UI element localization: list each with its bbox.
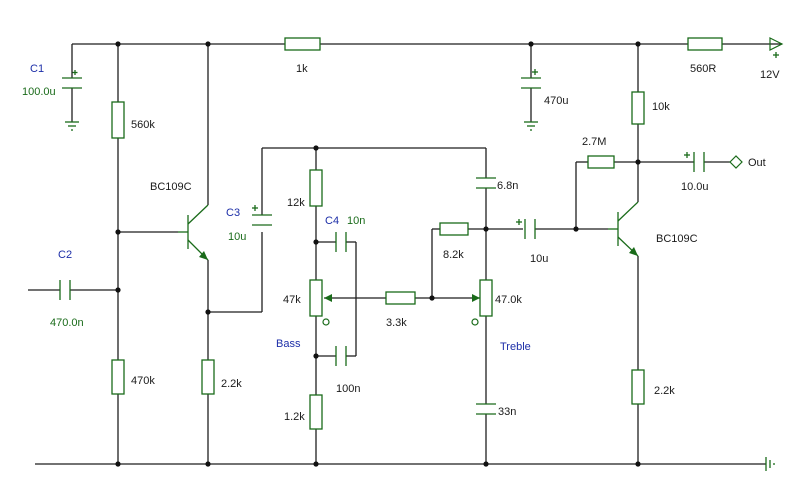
junction-dot xyxy=(115,41,121,47)
label-1k: 1k xyxy=(296,63,308,75)
label-c2-value: 470.0n xyxy=(50,317,84,329)
bass-potentiometer xyxy=(309,279,332,326)
label-treble: Treble xyxy=(500,341,531,353)
junction-dot xyxy=(483,461,489,467)
label-q2: BC109C xyxy=(656,233,698,245)
resistor-1k xyxy=(284,37,321,51)
label-c4-value: 10n xyxy=(347,215,365,227)
label-47k: 47k xyxy=(283,294,301,306)
label-2m7: 2.7M xyxy=(582,136,606,148)
resistor-2k2-emitter2 xyxy=(631,369,645,405)
resistor-12k xyxy=(309,169,323,207)
label-8k2: 8.2k xyxy=(443,249,464,261)
label-c1-ref: C1 xyxy=(30,63,44,75)
junction-dots xyxy=(115,41,641,467)
junction-dot xyxy=(205,41,211,47)
label-c3-value: 10u xyxy=(228,231,246,243)
treble-potentiometer xyxy=(471,279,493,326)
resistor-560k xyxy=(111,101,125,139)
junction-dot xyxy=(115,229,121,235)
label-out: Out xyxy=(748,157,766,169)
transistor-q1 xyxy=(178,204,209,261)
label-470u: 470u xyxy=(544,95,568,107)
capacitor-output xyxy=(684,152,705,172)
resistor-2m7 xyxy=(587,155,615,169)
label-6n8: 6.8n xyxy=(497,180,518,192)
resistor-470k xyxy=(111,359,125,395)
label-2k2-emitter2: 2.2k xyxy=(654,385,675,397)
resistor-8k2 xyxy=(439,222,469,236)
label-3k3: 3.3k xyxy=(386,317,407,329)
junction-dot xyxy=(313,239,319,245)
capacitor-10u-coupling xyxy=(516,219,536,239)
resistor-1k2 xyxy=(309,394,323,430)
capacitor-c4 xyxy=(335,232,347,252)
label-12k: 12k xyxy=(287,197,305,209)
capacitor-c1 xyxy=(62,70,82,89)
junction-dot xyxy=(635,461,641,467)
junction-dot xyxy=(429,295,435,301)
junction-dot xyxy=(205,309,211,315)
junction-dot xyxy=(635,41,641,47)
junction-dot xyxy=(635,159,641,165)
capacitor-6n8 xyxy=(476,177,496,189)
label-q1: BC109C xyxy=(150,181,192,193)
resistors xyxy=(111,37,723,430)
junction-dot xyxy=(528,41,534,47)
resistor-10k xyxy=(631,91,645,125)
resistor-3k3 xyxy=(385,291,416,305)
label-bass: Bass xyxy=(276,338,301,350)
label-560k: 560k xyxy=(131,119,155,131)
ground-symbol xyxy=(524,121,538,131)
junction-dot xyxy=(115,461,121,467)
transistor-q2 xyxy=(608,201,639,257)
label-2k2-emitter1: 2.2k xyxy=(221,378,242,390)
label-c3-ref: C3 xyxy=(226,207,240,219)
label-560r: 560R xyxy=(690,63,716,75)
ground-symbol xyxy=(765,457,775,471)
label-47k0: 47.0k xyxy=(495,294,522,306)
label-c4-ref: C4 xyxy=(325,215,339,227)
junction-dot xyxy=(205,461,211,467)
label-c1-value: 100.0u xyxy=(22,86,56,98)
label-1k2: 1.2k xyxy=(284,411,305,423)
labels: C1 100.0u C2 470.0n 560k 1k 470k 2.2k BC… xyxy=(22,63,780,423)
junction-dot xyxy=(313,145,319,151)
junction-dot xyxy=(115,287,121,293)
resistor-2k2-emitter1 xyxy=(201,359,215,395)
junction-dot xyxy=(573,226,579,232)
capacitor-100n xyxy=(335,346,347,366)
output-terminal-icon xyxy=(729,155,743,169)
label-33n: 33n xyxy=(498,406,516,418)
label-10u-coupling: 10u xyxy=(530,253,548,265)
capacitor-c3 xyxy=(252,205,272,226)
label-100n: 100n xyxy=(336,383,360,395)
label-c2-ref: C2 xyxy=(58,249,72,261)
ground-symbol xyxy=(65,121,79,131)
supply-terminal-icon xyxy=(769,37,784,58)
label-supply: 12V xyxy=(760,69,780,81)
capacitor-c2 xyxy=(59,280,71,300)
junction-dot xyxy=(313,353,319,359)
capacitor-33n xyxy=(476,403,496,415)
label-output-cap: 10.0u xyxy=(681,181,709,193)
capacitors xyxy=(59,69,705,415)
junction-dot xyxy=(313,461,319,467)
junction-dot xyxy=(483,226,489,232)
resistor-560r xyxy=(687,37,723,51)
label-10k: 10k xyxy=(652,101,670,113)
capacitor-470u xyxy=(521,69,541,89)
label-470k: 470k xyxy=(131,375,155,387)
